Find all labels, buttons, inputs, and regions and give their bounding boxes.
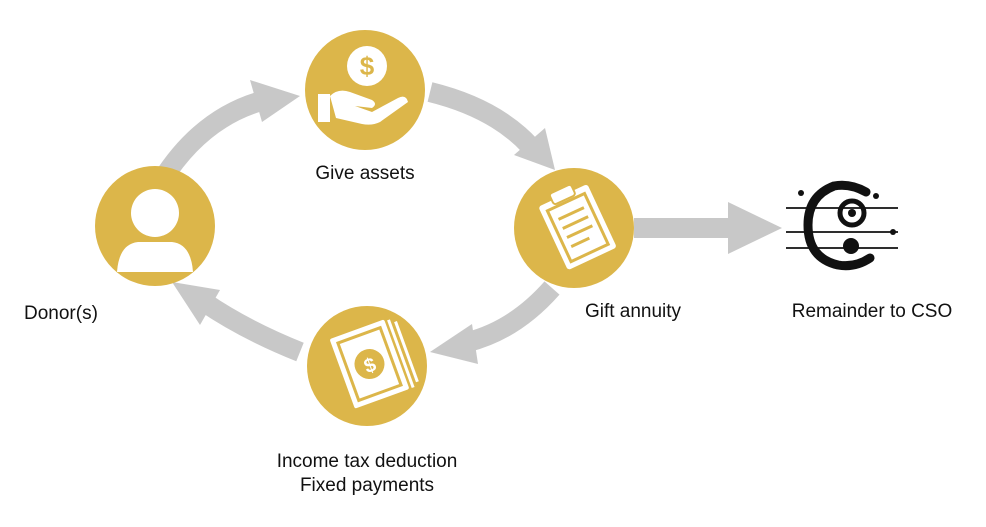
arrow-payments-to-donor (198, 293, 304, 362)
give-assets-label: Give assets (315, 163, 415, 184)
arrow-give-assets-to-gift-annuity (427, 82, 538, 153)
payments-label-line1: Income tax deduction (276, 451, 458, 472)
arrowhead-remainder (728, 202, 782, 254)
svg-text:$: $ (360, 51, 375, 81)
music-clef-logo (786, 180, 898, 271)
give-assets-node: $ (305, 30, 425, 150)
gift-annuity-node (514, 168, 634, 288)
gift-annuity-label: Gift annuity (584, 301, 682, 322)
donor-label: Donor(s) (24, 303, 98, 324)
money-bills-icon: $ (330, 319, 419, 409)
clipboard-icon (539, 183, 616, 270)
arrow-gift-annuity-to-payments (465, 281, 560, 352)
arrow-donor-to-give-assets (153, 92, 262, 186)
donor-node (95, 166, 215, 286)
payments-label-line2: Fixed payments (299, 475, 435, 496)
arrow-heads (172, 80, 782, 364)
arrowhead-give-assets (250, 80, 300, 122)
arrowhead-donor (172, 282, 220, 325)
cycle-arrows (153, 82, 730, 362)
hand-dollar-icon: $ (318, 46, 408, 125)
person-icon (117, 189, 193, 272)
payments-node: $ (307, 306, 427, 426)
arrowhead-payments (430, 324, 478, 364)
arrowhead-gift-annuity (514, 128, 555, 170)
remainder-label: Remainder to CSO (791, 301, 953, 322)
